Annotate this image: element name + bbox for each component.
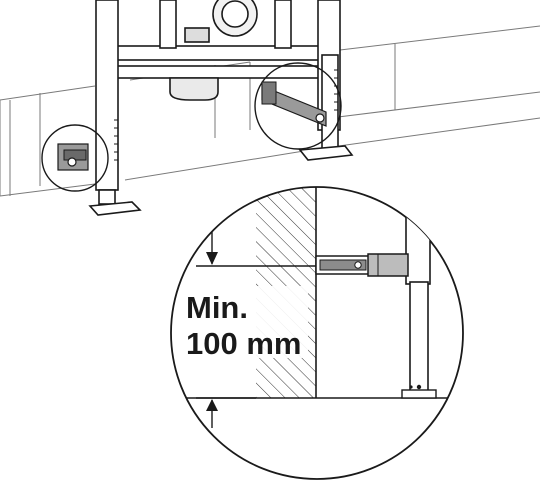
frame-foot-detail (401, 389, 437, 399)
frame-inner-left (159, 0, 177, 49)
right-bracket-magnifier (254, 62, 342, 150)
left-magnifier-circle (41, 124, 109, 192)
dim-arrow-top-head (206, 252, 218, 265)
dim-arrow-bottom-head (206, 399, 218, 411)
frame-left-foot-leg (98, 189, 116, 205)
frame-left-foot (88, 201, 142, 216)
installation-frame (88, 0, 354, 216)
frame-post-upper (405, 213, 431, 285)
dimension-label-line1: Min. (186, 290, 248, 325)
frame-top-crossbar (109, 45, 331, 61)
bracket-clamp (367, 253, 409, 277)
left-bracket-screw (67, 157, 77, 167)
right-magnifier-circle (254, 62, 342, 150)
left-bracket-magnifier (41, 124, 109, 192)
dimension-label-line2: 100 mm (186, 326, 301, 361)
detail-view (170, 186, 464, 480)
frame-inner-right (274, 0, 292, 49)
waste-pipe (169, 77, 219, 101)
right-bracket-screw (315, 113, 325, 123)
frame-post-lower (409, 281, 429, 393)
dimension-label-backdrop (184, 286, 308, 358)
dimension-marker (196, 232, 316, 428)
frame-lower-crossbar (109, 65, 331, 79)
frame-clamp (184, 27, 210, 43)
post-ticks-left (114, 119, 118, 161)
bracket-rod-hole (354, 261, 362, 269)
frame-left-post (95, 0, 119, 191)
bracket-rod-inner (319, 259, 367, 271)
frame-right-foot (298, 145, 354, 161)
